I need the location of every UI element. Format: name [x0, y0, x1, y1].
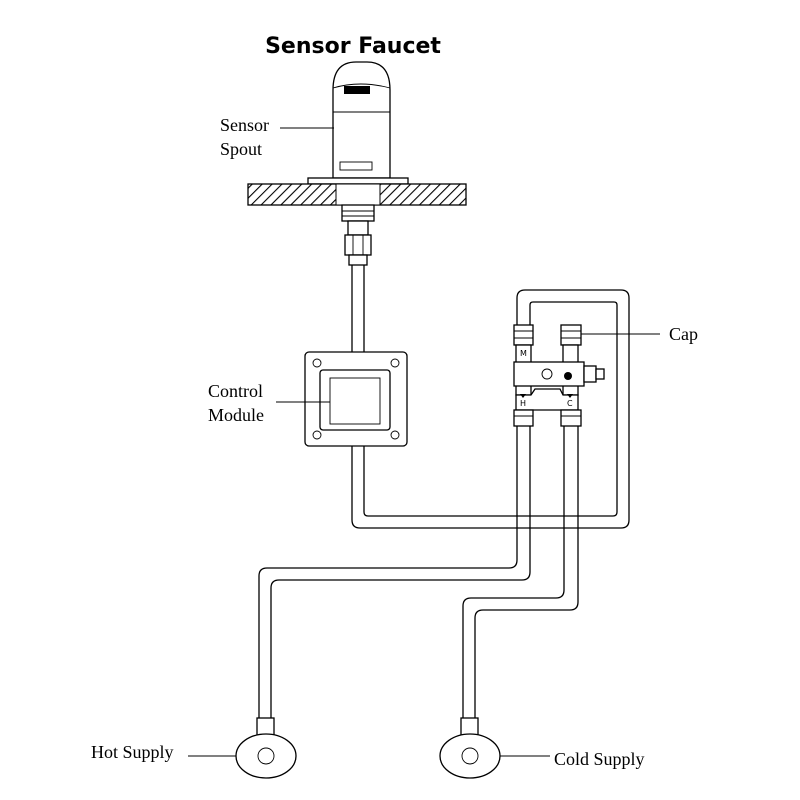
supply-hoses	[258, 265, 630, 718]
shank-fittings	[341, 204, 375, 266]
flow-arrow-hot-icon	[520, 394, 526, 398]
valve-mark-mixed: M	[520, 349, 527, 358]
cap-label: Cap	[669, 324, 698, 344]
hot-supply-label: Hot Supply	[91, 742, 174, 762]
valve-mark-cold: C	[567, 399, 573, 408]
logo-plate-icon	[339, 161, 373, 171]
sensor-spout-label-line2: Spout	[220, 139, 262, 159]
sensor-window-icon	[344, 86, 370, 94]
sensor-spout	[307, 61, 409, 185]
valve-mark-hot: H	[520, 399, 526, 408]
control-module-label-line2: Module	[208, 405, 264, 425]
mixing-valve: M H C	[513, 324, 605, 427]
sensor-spout-label-line1: Sensor	[220, 115, 269, 135]
cold-stop-valve	[439, 717, 501, 779]
cold-supply-label: Cold Supply	[554, 749, 645, 769]
control-module-label-line1: Control	[208, 381, 263, 401]
flow-arrow-cold-icon	[567, 394, 573, 398]
hot-stop-valve	[235, 717, 297, 779]
control-module	[304, 351, 408, 447]
diagram-title: Sensor Faucet	[265, 34, 441, 59]
leader-lines	[188, 127, 660, 757]
